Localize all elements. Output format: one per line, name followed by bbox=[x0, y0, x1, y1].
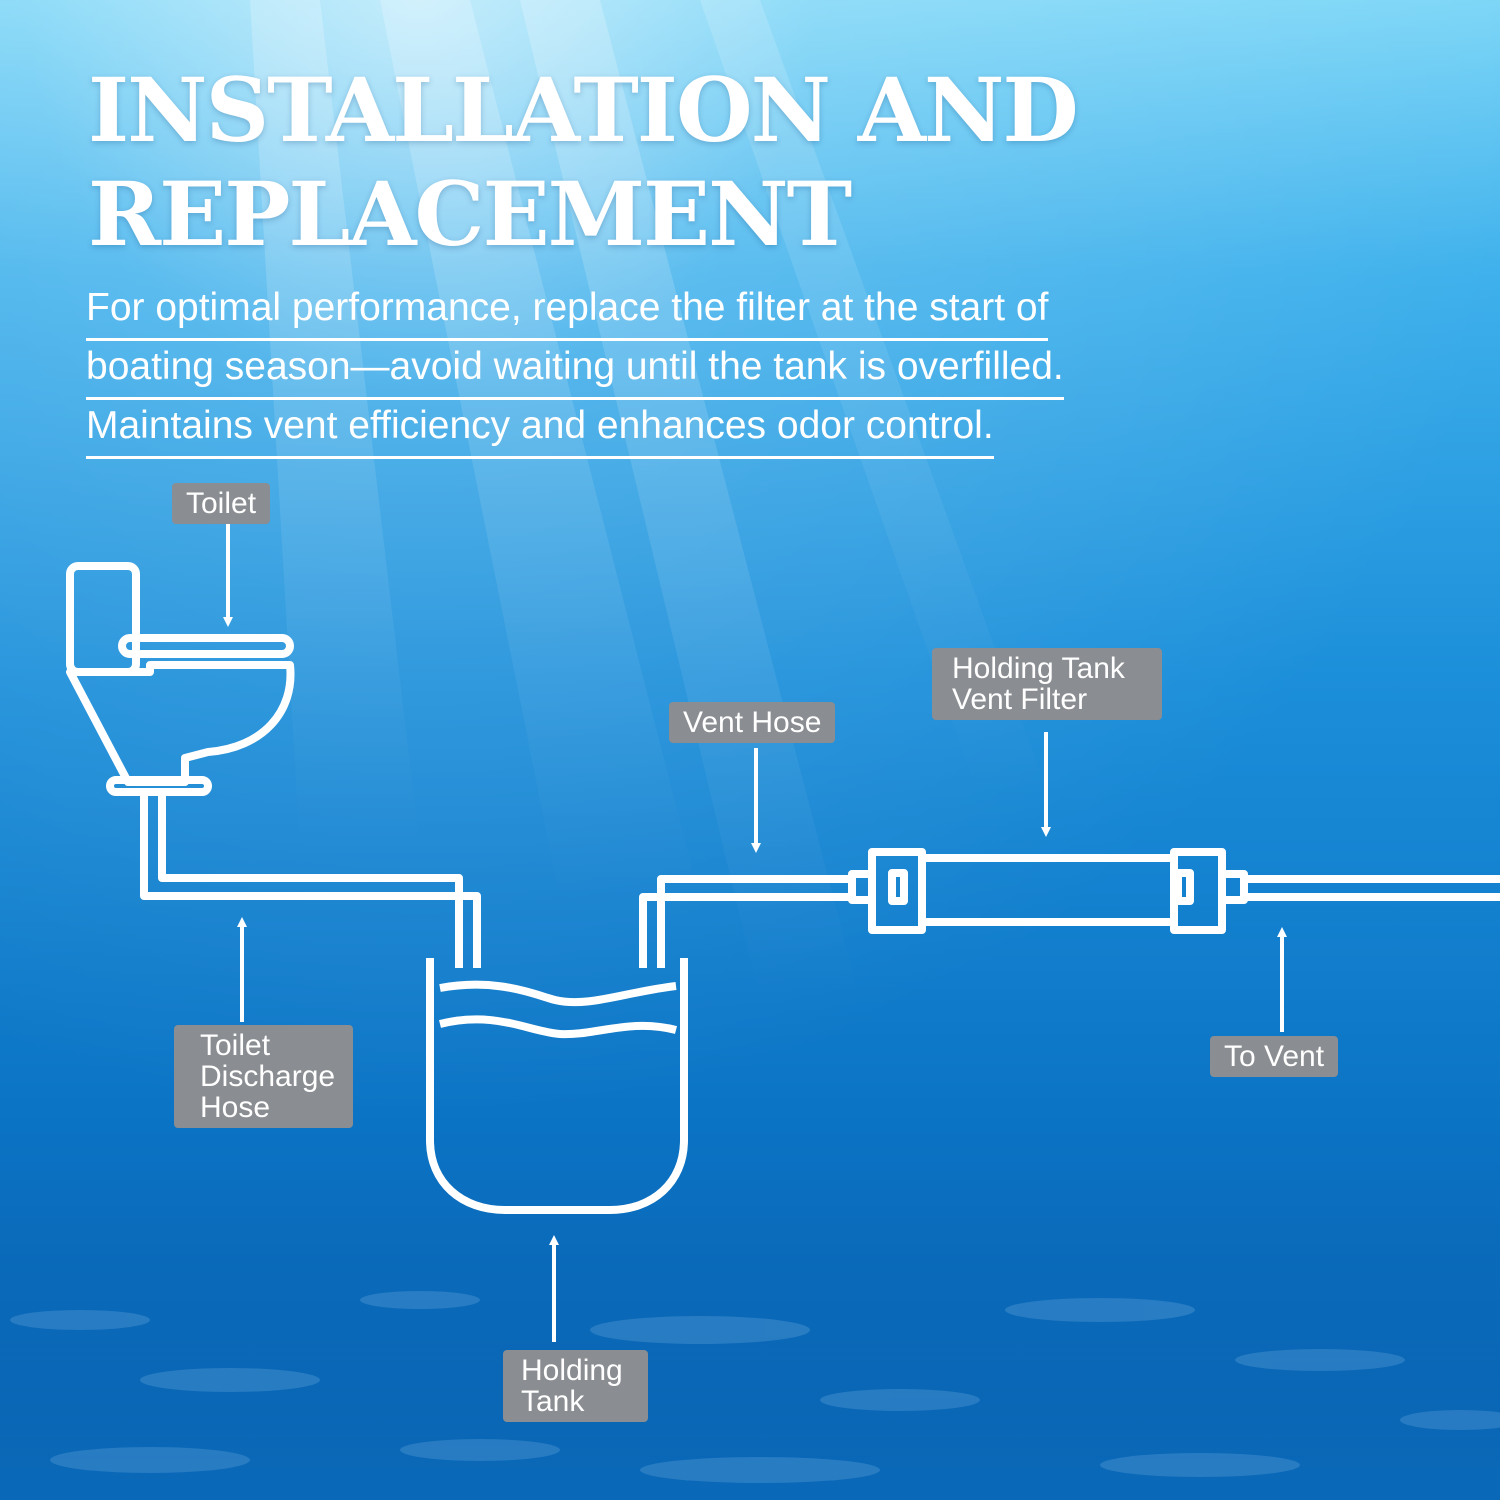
label-toilet-text: Toilet bbox=[186, 487, 257, 520]
label-to-vent: To Vent bbox=[1210, 1036, 1339, 1077]
label-vent-hose-text: Vent Hose bbox=[683, 706, 822, 739]
label-line: Tank bbox=[521, 1385, 585, 1418]
label-line: Holding Tank bbox=[952, 652, 1125, 685]
label-line: Hose bbox=[200, 1091, 271, 1124]
label-line: Discharge bbox=[200, 1060, 336, 1093]
label-toilet: Toilet bbox=[172, 483, 271, 524]
vent-filter-icon bbox=[848, 848, 1248, 934]
description: For optimal performance, replace the fil… bbox=[86, 282, 1064, 459]
label-vent-hose: Vent Hose bbox=[669, 702, 836, 743]
label-holding-tank: Holding Tank bbox=[503, 1350, 648, 1422]
vent-hose bbox=[639, 875, 855, 968]
description-line-1: For optimal performance, replace the fil… bbox=[86, 282, 1049, 341]
description-line-3: Maintains vent efficiency and enhances o… bbox=[86, 400, 994, 459]
to-vent-hose bbox=[1244, 875, 1500, 901]
toilet-discharge-hose bbox=[140, 792, 481, 968]
label-toilet-discharge-hose: Toilet Discharge Hose bbox=[174, 1025, 353, 1128]
title-line-1: INSTALLATION AND bbox=[88, 58, 1079, 162]
label-line: Vent Filter bbox=[952, 683, 1088, 716]
label-line: Holding bbox=[521, 1354, 623, 1387]
label-holding-tank-vent-filter: Holding Tank Vent Filter bbox=[932, 648, 1162, 720]
description-line-2: boating season—avoid waiting until the t… bbox=[86, 341, 1064, 400]
holding-tank-icon bbox=[426, 958, 688, 1214]
title-line-2: REPLACEMENT bbox=[88, 162, 852, 266]
page-title: INSTALLATION AND REPLACEMENT bbox=[88, 58, 1079, 266]
label-line: Toilet bbox=[200, 1029, 271, 1062]
toilet-icon bbox=[66, 562, 295, 796]
label-to-vent-text: To Vent bbox=[1224, 1040, 1325, 1073]
tank-water-surface bbox=[439, 980, 678, 1039]
